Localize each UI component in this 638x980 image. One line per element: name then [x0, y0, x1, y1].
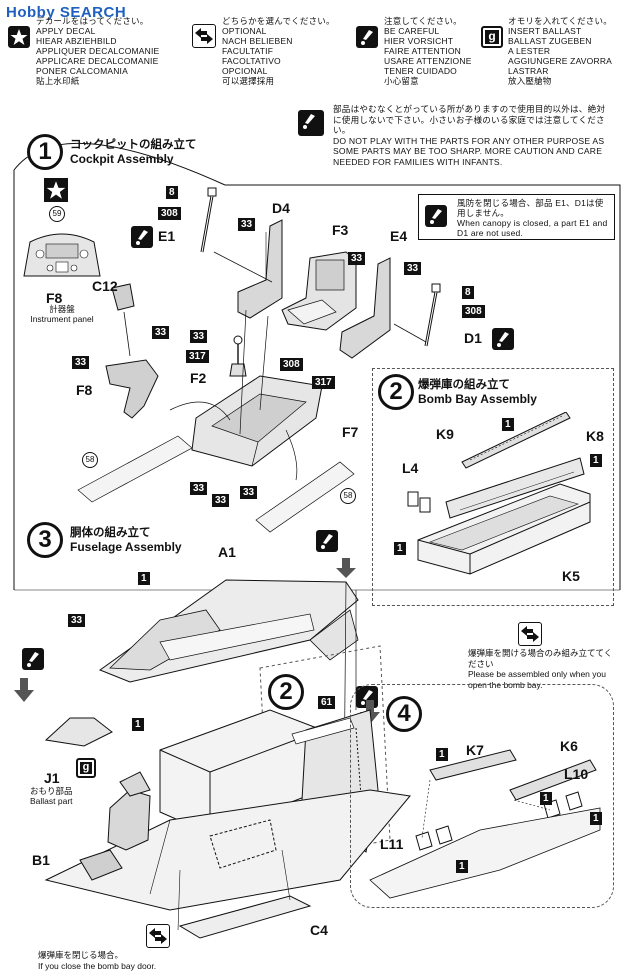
- bomb-bay-close-note: 爆弾庫を閉じる場合。 If you close the bomb bay doo…: [38, 950, 157, 971]
- part-e1-label: E1: [158, 228, 176, 244]
- decal-58-tag: 58: [82, 452, 98, 468]
- part-k8-label: K8: [586, 428, 604, 444]
- decal-58-tag: 58: [340, 488, 356, 504]
- color-33-tag: 33: [72, 356, 90, 369]
- step4-panel: [350, 684, 614, 908]
- color-33-tag: 33: [238, 218, 256, 231]
- part-e4-label: E4: [390, 228, 408, 244]
- part-c12-label: C12: [92, 278, 118, 294]
- color-33-tag: 33: [212, 494, 230, 507]
- open-bay-optional-icon: [518, 622, 542, 646]
- part-l11-label: L11: [380, 836, 404, 852]
- careful-icon: [356, 26, 378, 48]
- e1-careful-icon: [131, 226, 153, 248]
- color-33-tag: 33: [152, 326, 170, 339]
- color-33-tag: 33: [190, 330, 208, 343]
- part-j1-label: J1: [44, 770, 60, 786]
- step4-drawing: [369, 749, 601, 899]
- ballast-weight-icon: g: [481, 26, 503, 48]
- color-1-tag: 1: [590, 454, 602, 467]
- ballast-part-caption: おもり部品 Ballast part: [30, 786, 73, 806]
- step1-title: コックピットの組み立て Cockpit Assembly: [70, 139, 197, 166]
- part-c4-label: C4: [310, 922, 328, 938]
- step3-number: 3: [27, 522, 63, 558]
- instrument-panel-drawing: [23, 233, 101, 277]
- fuselage-assembly-drawing: [14, 558, 411, 939]
- decal-59-tag: 59: [49, 206, 65, 222]
- close-bay-optional-icon: [146, 924, 170, 948]
- color-33-tag: 33: [190, 482, 208, 495]
- color-8-tag: 8: [166, 186, 178, 199]
- part-d4-label: D4: [272, 200, 290, 216]
- decal-star-icon: [44, 178, 68, 202]
- part-f8-label: F8: [46, 290, 63, 306]
- color-1-tag: 1: [132, 718, 144, 731]
- canopy-note: 風防を閉じる場合、部品 E1、D1は使用しません。 When canopy is…: [418, 194, 615, 240]
- color-33-tag: 33: [348, 252, 366, 265]
- part-f3-label: F3: [332, 222, 349, 238]
- safety-warning: 部品はやむなくとがっている所がありますので使用目的以外は、絶対に使用しないで下さ…: [333, 104, 606, 167]
- color-1-tag: 1: [502, 418, 514, 431]
- step3-title: 胴体の組み立て Fuselage Assembly: [70, 527, 182, 554]
- step2-ref-number: 2: [268, 674, 304, 710]
- color-308-tag: 308: [280, 358, 303, 371]
- part-k7-label: K7: [466, 742, 484, 758]
- color-308-tag: 308: [158, 207, 181, 220]
- part-d1-label: D1: [464, 330, 482, 346]
- color-61-tag: 61: [318, 696, 336, 709]
- part-a1-label: A1: [218, 544, 236, 560]
- watermark: Hobby SEARCH: [6, 4, 127, 21]
- step2-title: 爆弾庫の組み立て Bomb Bay Assembly: [418, 379, 537, 406]
- color-1-tag: 1: [540, 792, 552, 805]
- part-f8b-label: F8: [76, 382, 93, 398]
- color-1-tag: 1: [590, 812, 602, 825]
- color-1-tag: 1: [394, 542, 406, 555]
- j1-careful-icon: [22, 648, 44, 670]
- part-f7-label: F7: [342, 424, 359, 440]
- step4-number: 4: [386, 696, 422, 732]
- j1-ballast-icon: g: [76, 758, 96, 778]
- step2-number: 2: [378, 374, 414, 410]
- instrument-panel-caption: 計器盤 Instrument panel: [30, 304, 94, 324]
- color-1-tag: 1: [138, 572, 150, 585]
- bomb-bay-drawing: [407, 412, 591, 575]
- part-l10-label: L10: [564, 766, 589, 782]
- step1-number: 1: [27, 134, 63, 170]
- a1-careful-icon: [316, 530, 338, 552]
- color-33-tag: 33: [404, 262, 422, 275]
- part-k6-label: K6: [560, 738, 578, 754]
- color-33-tag: 33: [68, 614, 86, 627]
- color-317-tag: 317: [186, 350, 209, 363]
- part-k9-label: K9: [436, 426, 454, 442]
- color-308-tag: 308: [462, 305, 485, 318]
- part-k5-label: K5: [562, 568, 580, 584]
- color-317-tag: 317: [312, 376, 335, 389]
- color-1-tag: 1: [456, 860, 468, 873]
- d1-careful-icon: [492, 328, 514, 350]
- part-f2-label: F2: [190, 370, 207, 386]
- canopy-careful-icon: [425, 205, 447, 227]
- part-l4-label: L4: [402, 460, 419, 476]
- color-33-tag: 33: [240, 486, 258, 499]
- cockpit-assembly-drawing: [77, 187, 441, 533]
- optional-arrows-icon: [192, 24, 216, 48]
- star-icon: [8, 26, 30, 48]
- color-8-tag: 8: [462, 286, 474, 299]
- color-1-tag: 1: [436, 748, 448, 761]
- part-b1-label: B1: [32, 852, 50, 868]
- warning-careful-icon: [298, 110, 324, 136]
- step2-panel: [372, 368, 614, 606]
